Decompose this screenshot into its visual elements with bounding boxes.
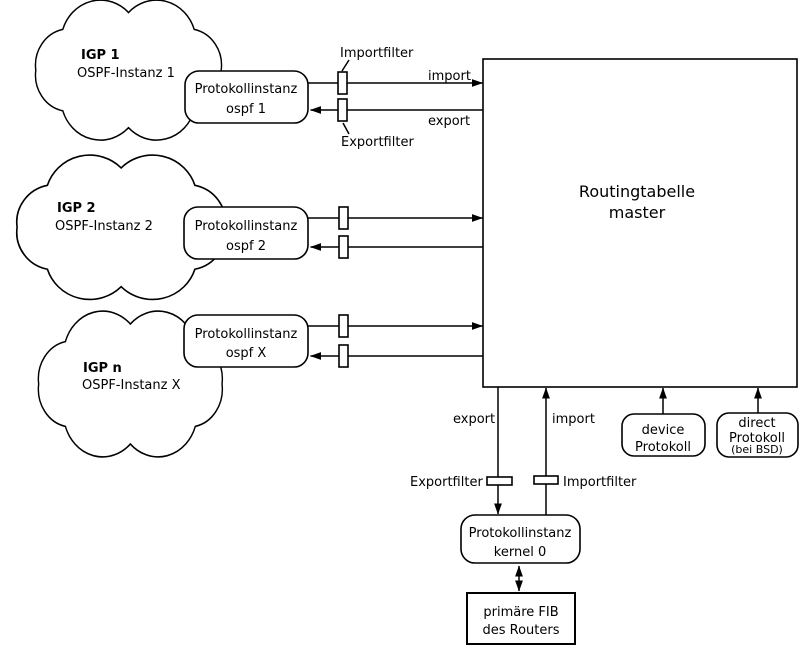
export-filter-ospf-x bbox=[338, 344, 349, 368]
importfilter-label-top: Importfilter bbox=[340, 46, 414, 61]
importfilter-label-bottom: Importfilter bbox=[563, 475, 637, 490]
import-filter-ospf-2 bbox=[338, 206, 349, 230]
device-box-line1: device bbox=[642, 423, 685, 438]
export-filter-ospf-1 bbox=[337, 98, 348, 122]
protocol-box-ospf-x bbox=[183, 314, 309, 368]
igp-1-subtitle: OSPF-Instanz 1 bbox=[77, 66, 175, 81]
importfilter-label-tick bbox=[341, 59, 350, 72]
ospf-2-box-line1: Protokollinstanz bbox=[195, 219, 298, 234]
exportfilter-label-bottom: Exportfilter bbox=[410, 475, 483, 490]
direct-box-line2: Protokoll bbox=[729, 431, 785, 446]
igp-2-title: IGP 2 bbox=[57, 201, 96, 216]
direct-box-line1: direct bbox=[738, 416, 775, 431]
routing-table-box bbox=[482, 58, 798, 388]
ospf-x-box-line1: Protokollinstanz bbox=[195, 327, 298, 342]
export-filter-ospf-2 bbox=[338, 235, 349, 259]
kernel-box-line1: Protokollinstanz bbox=[469, 526, 572, 541]
import-filter-ospf-x bbox=[338, 314, 349, 338]
igp-n-title: IGP n bbox=[83, 361, 122, 376]
direct-protocol-box bbox=[716, 412, 799, 458]
kernel-protocol-box bbox=[460, 514, 581, 564]
exportfilter-label-top: Exportfilter bbox=[341, 135, 414, 150]
ospf-2-box-line2: ospf 2 bbox=[226, 239, 266, 254]
routing-table-title-line2: master bbox=[609, 203, 666, 222]
ospf-1-box-line2: ospf 1 bbox=[226, 102, 266, 117]
igp-n-subtitle: OSPF-Instanz X bbox=[82, 378, 181, 393]
ospf-x-box-line2: ospf X bbox=[226, 346, 267, 361]
device-box-line2: Protokoll bbox=[635, 440, 691, 455]
import-label-bottom: import bbox=[552, 412, 595, 427]
protocol-box-ospf-2 bbox=[183, 206, 309, 260]
fib-box-line1: primäre FIB bbox=[483, 605, 558, 620]
export-label-top: export bbox=[428, 114, 470, 129]
export-label-bottom: export bbox=[453, 412, 495, 427]
direct-box-line3: (bei BSD) bbox=[731, 443, 783, 456]
protocol-box-ospf-1 bbox=[184, 70, 309, 124]
fib-box-line2: des Routers bbox=[482, 623, 559, 638]
export-filter-kernel bbox=[486, 476, 513, 486]
import-filter-ospf-1 bbox=[337, 71, 348, 95]
igp-2-subtitle: OSPF-Instanz 2 bbox=[55, 219, 153, 234]
device-protocol-box bbox=[621, 413, 706, 457]
kernel-box-line2: kernel 0 bbox=[494, 545, 546, 560]
igp-1-title: IGP 1 bbox=[81, 48, 120, 63]
exportfilter-label-tick bbox=[342, 122, 350, 135]
routing-table-title-line1: Routingtabelle bbox=[579, 182, 695, 201]
fib-box bbox=[466, 592, 576, 645]
ospf-1-box-line1: Protokollinstanz bbox=[195, 82, 298, 97]
import-label-top: import bbox=[428, 69, 471, 84]
import-filter-kernel bbox=[533, 475, 559, 485]
